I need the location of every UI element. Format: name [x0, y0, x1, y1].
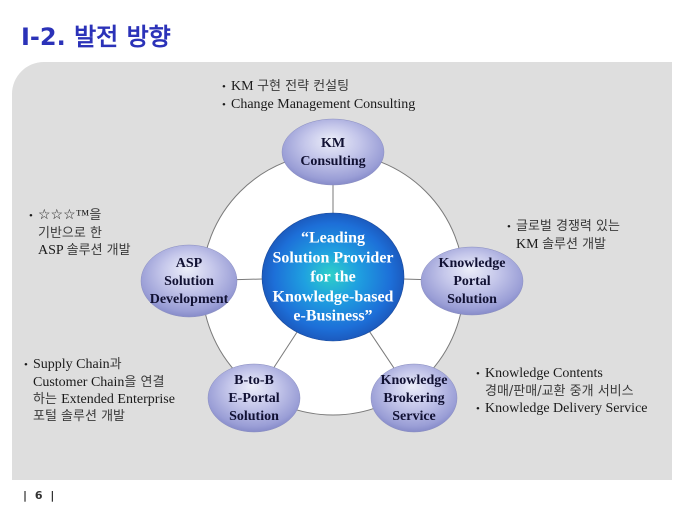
- note-text: 솔루션 개발: [542, 237, 606, 252]
- node-label-line: Solution: [164, 274, 214, 289]
- node-label-line: Portal: [453, 274, 491, 289]
- node-sphere-knowledge-portal-solution: [420, 246, 524, 316]
- note-text: 구현 전략 컨설팅: [257, 79, 350, 94]
- node-label-line: E-Portal: [228, 391, 280, 406]
- bullet-item: Knowledge Contents: [476, 365, 648, 383]
- bullet-continuation: 경매/판매/교환 중개 서비스: [476, 383, 648, 400]
- node-label-line: Solution: [229, 409, 279, 424]
- node-label-line: Knowledge: [438, 256, 506, 271]
- bullet-item: KM 구현 전략 컨설팅: [222, 78, 415, 96]
- bullet-continuation: 기반으로 한: [29, 225, 131, 242]
- note-text: Extended Enterprise: [61, 392, 175, 407]
- node-label-km-consulting: KM Consulting: [300, 135, 365, 171]
- node-sphere-km-consulting: [281, 118, 385, 186]
- bullet-item: ☆☆☆™을: [29, 207, 131, 225]
- note-text: KM: [516, 237, 543, 252]
- node-label-line: Development: [149, 292, 229, 307]
- bullet-item: Change Management Consulting: [222, 96, 415, 114]
- bullet-continuation: ASP 솔루션 개발: [29, 242, 131, 259]
- node-label-line: Knowledge: [380, 373, 448, 388]
- node-sphere-knowledge-brokering-service: [370, 363, 458, 433]
- note-text: 솔루션 개발: [66, 243, 131, 258]
- note-text: 을: [89, 208, 102, 223]
- center-label-line: “Leading: [300, 229, 366, 247]
- center-label-line: Knowledge-based: [272, 287, 394, 305]
- center-sphere: [261, 212, 405, 342]
- node-label-line: Solution: [447, 292, 497, 307]
- note-text: ☆☆☆™: [38, 208, 90, 223]
- note-text: Supply Chain: [33, 357, 110, 372]
- note-text: 기반으로 한: [38, 226, 102, 241]
- note-text: 경매/판매/교환 중개 서비스: [485, 384, 634, 399]
- node-sphere-asp-solution-development: [140, 244, 238, 318]
- note-km-consulting: KM 구현 전략 컨설팅Change Management Consulting: [222, 78, 415, 114]
- note-text: KM: [231, 79, 258, 94]
- node-sphere-b2b-e-portal-solution: [207, 363, 301, 433]
- note-text: 과: [109, 357, 122, 372]
- center-label-line: Solution Provider: [272, 248, 394, 266]
- center-label-line: e-Business”: [293, 307, 373, 325]
- note-text: Change Management Consulting: [231, 97, 416, 112]
- note-knowledge-brokering-service: Knowledge Contents 경매/판매/교환 중개 서비스 Knowled…: [476, 365, 648, 418]
- bullet-continuation: Customer Chain을 연결: [24, 374, 175, 391]
- node-label-line: Service: [392, 409, 436, 424]
- page-title: I-2. 발전 방향: [21, 23, 171, 51]
- node-label-line: Consulting: [300, 154, 366, 169]
- note-text: ASP: [38, 243, 67, 258]
- note-text: Customer Chain: [33, 375, 125, 390]
- bullet-continuation: 하는 Extended Enterprise: [24, 391, 175, 408]
- bullet-continuation: 포털 솔루션 개발: [24, 408, 175, 425]
- note-text: 을 연결: [124, 375, 165, 390]
- note-text: Knowledge Delivery Service: [485, 401, 648, 416]
- note-text: 포털 솔루션 개발: [33, 409, 125, 424]
- bullet-item: Supply Chain과: [24, 356, 175, 374]
- note-text: 하는: [33, 392, 62, 407]
- note-knowledge-portal-solution: 글로벌 경쟁력 있는 KM 솔루션 개발: [507, 218, 620, 253]
- node-label-line: ASP: [175, 256, 203, 271]
- note-text: 글로벌 경쟁력 있는: [516, 219, 620, 234]
- node-label-line: B-to-B: [234, 373, 274, 388]
- page-number: | 6 |: [23, 489, 57, 502]
- node-label-line: KM: [320, 136, 346, 151]
- note-text: Knowledge Contents: [485, 366, 603, 381]
- node-label-line: Brokering: [383, 391, 445, 406]
- bullet-item: 글로벌 경쟁력 있는: [507, 218, 620, 236]
- bullet-continuation: KM 솔루션 개발: [507, 236, 620, 253]
- center-label-line: for the: [310, 268, 356, 286]
- bullet-item: Knowledge Delivery Service: [476, 400, 648, 418]
- center-vision-label: “Leading Solution Provider for the Knowl…: [272, 228, 393, 326]
